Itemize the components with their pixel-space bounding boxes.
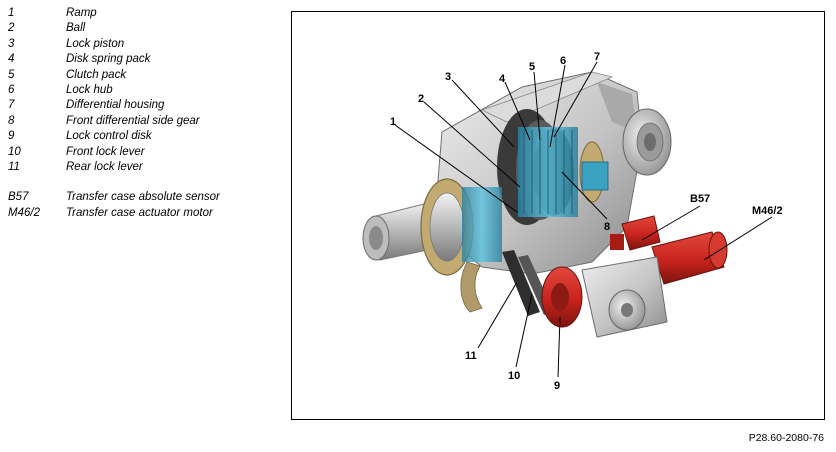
legend-item-ramp: 1 Ramp [8, 6, 220, 21]
callout-11: 11 [465, 350, 477, 362]
legend-label: Transfer case absolute sensor [66, 191, 220, 204]
callout-9: 9 [554, 380, 560, 392]
callout-b57: B57 [690, 193, 710, 205]
actuator-motor [581, 231, 728, 338]
legend-code: 3 [8, 37, 15, 50]
callout-2: 2 [418, 93, 424, 105]
front-output-shaft [362, 178, 502, 276]
legend-item-rear-lock-lever: 11 Rear lock lever [8, 160, 220, 175]
leader-lines [394, 61, 773, 378]
legend-code: 7 [8, 99, 15, 112]
legend-item-b57: B57 Transfer case absolute sensor [8, 190, 220, 205]
legend-code: 2 [8, 22, 15, 35]
legend-label: Lock control disk [66, 130, 152, 143]
callout-7: 7 [594, 51, 600, 63]
legend-label: Ball [66, 22, 86, 35]
internal-clutch-section [497, 109, 609, 225]
legend-label: Clutch pack [66, 68, 127, 81]
callout-5: 5 [529, 61, 535, 73]
legend-code: 9 [8, 130, 15, 143]
legend-code: B57 [8, 191, 29, 204]
legend-label: Transfer case actuator motor [66, 206, 213, 219]
callout-3: 3 [445, 71, 451, 83]
legend-item-ball: 2 Ball [8, 21, 220, 36]
legend-list: 1 Ramp 2 Ball 3 Lock piston 4 Disk spring pa… [8, 6, 220, 221]
figure-reference-code: P28.60-2080-76 [748, 432, 824, 444]
legend-code: M46/2 [8, 206, 40, 219]
legend-item-lock-control-disk: 9 Lock control disk [8, 129, 220, 144]
legend-code: 8 [8, 114, 15, 127]
legend-label: Ramp [66, 7, 97, 19]
callout-labels: 1 2 3 4 5 6 7 8 9 10 11 B57 M46/2 [390, 51, 783, 392]
legend-code: 10 [8, 145, 21, 158]
legend-item-front-lock-lever: 10 Front lock lever [8, 145, 220, 160]
callout-8: 8 [604, 221, 610, 233]
callout-1: 1 [390, 116, 396, 128]
callout-6: 6 [560, 55, 566, 67]
legend-code: 5 [8, 68, 15, 81]
legend-item-lock-piston: 3 Lock piston [8, 37, 220, 52]
legend-item-lock-hub: 6 Lock hub [8, 83, 220, 98]
legend-item-front-side-gear: 8 Front differential side gear [8, 114, 220, 129]
absolute-sensor [610, 215, 661, 251]
legend-item-disk-spring-pack: 4 Disk spring pack [8, 52, 220, 67]
legend-label: Differential housing [66, 99, 165, 112]
legend-code: 4 [8, 53, 15, 66]
legend-label: Front differential side gear [66, 114, 200, 127]
callout-10: 10 [508, 370, 520, 382]
callout-4: 4 [499, 73, 506, 85]
lock-control-disk [541, 266, 583, 328]
legend-label: Front lock lever [66, 145, 145, 158]
rear-output-flange [622, 108, 672, 176]
legend-code: 1 [8, 7, 15, 19]
transfer-case-illustration: 1 2 3 4 5 6 7 8 9 10 11 B57 M46/2 [362, 51, 783, 392]
legend-label: Lock piston [66, 37, 125, 50]
legend-label: Rear lock lever [66, 160, 143, 173]
legend-label: Lock hub [66, 83, 113, 96]
legend-code: 6 [8, 83, 15, 96]
diagram-frame: 1 2 3 4 5 6 7 8 9 10 11 B57 M46/2 [291, 11, 825, 420]
callout-m46-2: M46/2 [752, 205, 783, 217]
legend-label: Disk spring pack [66, 53, 151, 66]
legend-code: 11 [8, 160, 20, 173]
legend-item-clutch-pack: 5 Clutch pack [8, 68, 220, 83]
legend-item-m46-2: M46/2 Transfer case actuator motor [8, 206, 220, 221]
legend-item-differential-housing: 7 Differential housing [8, 98, 220, 113]
